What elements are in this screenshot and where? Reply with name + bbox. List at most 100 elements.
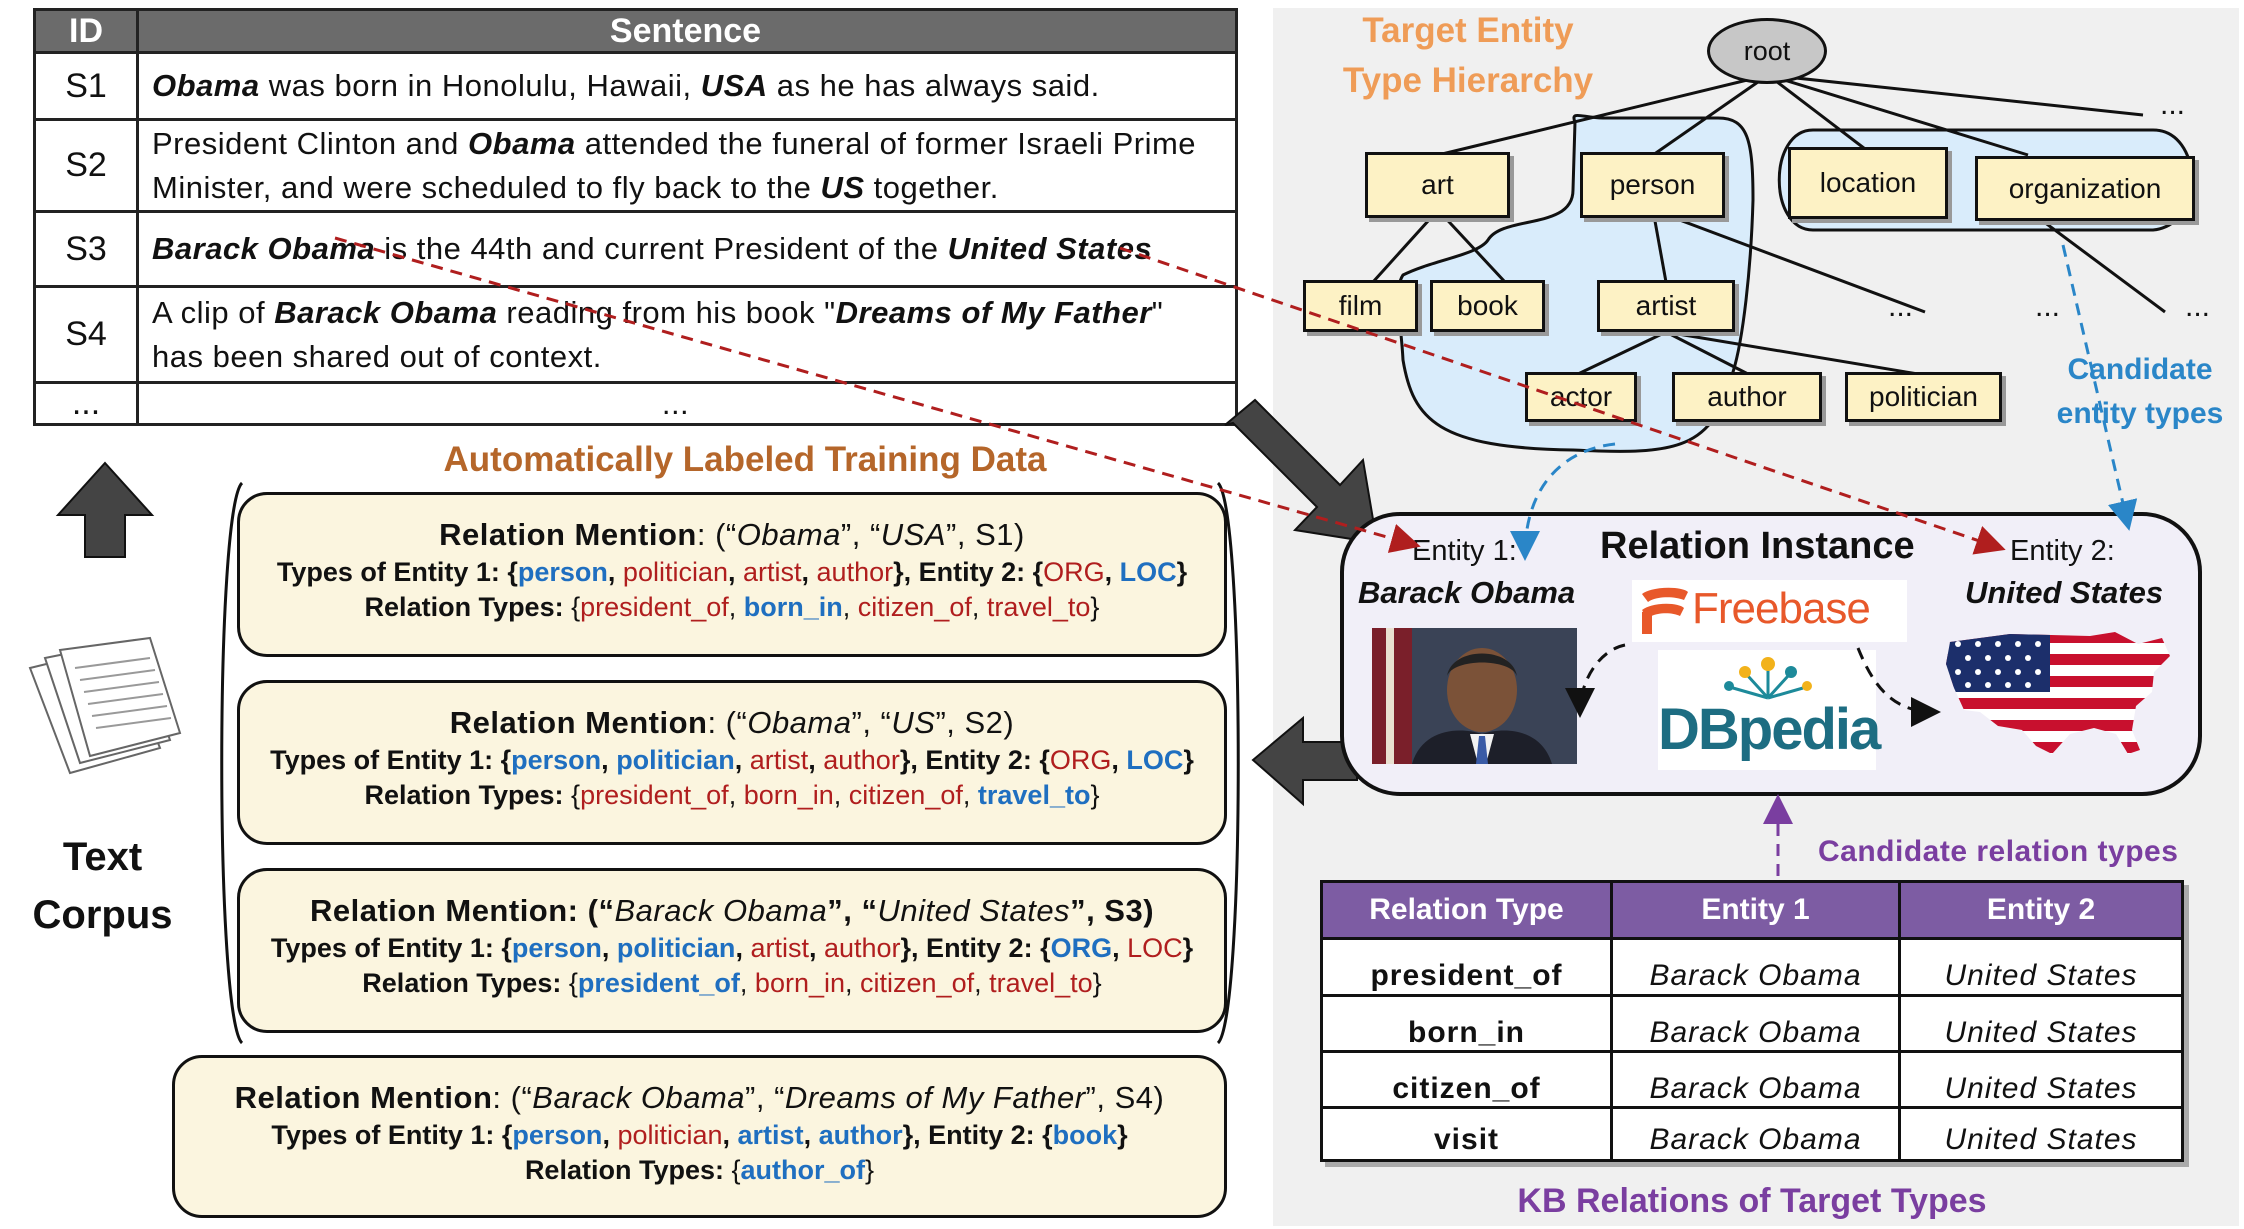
relation-type-header: Relation Type bbox=[1323, 883, 1613, 937]
type-label: president_of bbox=[577, 968, 740, 998]
row-divider bbox=[1323, 1050, 2181, 1053]
sentence-text: President Clinton and Obama attended the… bbox=[152, 121, 1215, 210]
entity-mention: Barack Obama bbox=[152, 231, 376, 266]
relation-mention-box: Relation Mention: (“Barack Obama”, “Unit… bbox=[237, 868, 1227, 1033]
mention-head-fragment: Relation Mention bbox=[449, 705, 708, 740]
mention-head-fragment: Barack Obama bbox=[532, 1080, 746, 1115]
type-label: person bbox=[517, 557, 608, 587]
mention-head-fragment: ”, S4) bbox=[1085, 1080, 1165, 1115]
kb-to-entity2-link bbox=[1856, 647, 1941, 727]
type-label: politician bbox=[616, 933, 736, 963]
entity1-types-label: Types of Entity 1: { bbox=[276, 557, 518, 587]
mention-head-fragment: ”, “ bbox=[745, 1080, 785, 1115]
mention-head-fragment: ”, S2) bbox=[935, 705, 1015, 740]
candidate-relation-types-label: Candidate relation types bbox=[1818, 835, 2179, 868]
relation-types-label-text: Relation Types: bbox=[362, 968, 562, 998]
type-label: politician bbox=[617, 1120, 723, 1150]
type-label: artist bbox=[743, 557, 802, 587]
sentence-text: Obama was born in Honolulu, Hawaii, USA … bbox=[152, 54, 1215, 118]
sentence-id: ... bbox=[71, 384, 101, 422]
sentence-table: ID Sentence S1 Obama was born in Honolul… bbox=[33, 8, 1238, 426]
mention-head: Relation Mention: (“Obama”, “US”, S2) bbox=[240, 705, 1224, 741]
kb-cell-entity1: Barack Obama bbox=[1613, 940, 1901, 995]
mention-head-fragment: Obama bbox=[736, 517, 841, 552]
mention-head-fragment: ”, S3) bbox=[1070, 893, 1155, 928]
entity1-types-label: Types of Entity 1: { bbox=[270, 933, 512, 963]
separator: , bbox=[971, 592, 987, 622]
entity1-types-label: Types of Entity 1: { bbox=[271, 1120, 513, 1150]
sentence-fragment: President Clinton and bbox=[152, 125, 469, 161]
relation-types-line: Relation Types: {president_of, born_in, … bbox=[240, 592, 1224, 623]
type-label: born_in bbox=[743, 592, 843, 622]
separator: , bbox=[728, 592, 744, 622]
relation-types-label: Relation Types: { bbox=[364, 592, 581, 622]
relation-types-line: Relation Types: {president_of, born_in, … bbox=[240, 780, 1224, 811]
separator: , bbox=[1112, 933, 1128, 963]
entity-types-line: Types of Entity 1: {person, politician, … bbox=[240, 745, 1224, 776]
kb-cell-entity1: Barack Obama bbox=[1613, 997, 1901, 1052]
dbpedia-network-icon bbox=[1724, 657, 1812, 700]
relation-types-label: Relation Types: { bbox=[364, 780, 581, 810]
separator: , bbox=[808, 933, 824, 963]
relation-types-label-text: Relation Types: bbox=[364, 780, 564, 810]
kb-to-entity1-link bbox=[1565, 643, 1626, 718]
separator: , bbox=[735, 933, 751, 963]
entity1-type-link bbox=[1510, 442, 1616, 561]
type-label: LOC bbox=[1126, 745, 1184, 775]
type-label: ORG bbox=[1043, 557, 1105, 587]
entity-mention: USA bbox=[700, 68, 768, 103]
sentence-line: A clip of Barack Obama reading from his … bbox=[152, 291, 1215, 379]
sentence-id: S3 bbox=[65, 229, 107, 268]
mention-head-fragment: : (“ bbox=[492, 1080, 533, 1115]
closing-brace: } bbox=[1117, 1120, 1128, 1150]
entity2-link-line bbox=[1119, 246, 2006, 555]
separator: , bbox=[974, 968, 990, 998]
sentence-fragment: " has been shared out of context. bbox=[152, 294, 1164, 374]
separator: , bbox=[833, 780, 849, 810]
sentence-line: ... bbox=[662, 382, 689, 426]
separator: , bbox=[734, 745, 750, 775]
sentence-line: Barack Obama is the 44th and current Pre… bbox=[152, 227, 1152, 271]
mention-head: Relation Mention: (“Barack Obama”, “Drea… bbox=[175, 1080, 1224, 1116]
kb-cell-entity1: Barack Obama bbox=[1613, 1105, 1901, 1159]
closing-brace: } bbox=[865, 1155, 875, 1185]
kb-cell-entity1: Barack Obama bbox=[1613, 1053, 1901, 1108]
document-stack-icon bbox=[28, 636, 182, 775]
ellipsis-text: ... bbox=[1888, 290, 1914, 323]
separator: , bbox=[962, 780, 978, 810]
training-data-title: Automatically Labeled Training Data bbox=[443, 440, 1047, 479]
freebase-logo: Freebase bbox=[1632, 580, 1907, 642]
relation-types-line: Relation Types: {author_of} bbox=[175, 1155, 1224, 1186]
freebase-f-icon bbox=[1642, 587, 1688, 634]
sentence-line: President Clinton and Obama attended the… bbox=[152, 122, 1215, 210]
kb-cell-entity2: United States bbox=[1944, 959, 2138, 992]
sentence-fragment: together. bbox=[864, 169, 999, 205]
entity1-label: Entity 1: bbox=[1412, 535, 1517, 567]
type-label: person bbox=[511, 745, 602, 775]
type-label: citizen_of bbox=[848, 780, 963, 810]
separator: , bbox=[728, 780, 744, 810]
tree-root-node: root bbox=[1707, 18, 1827, 84]
relation-types-label-text: Relation Types: bbox=[524, 1155, 724, 1185]
separator: , bbox=[1104, 557, 1120, 587]
type-label: author bbox=[823, 933, 901, 963]
tree-node-politician: politician bbox=[1845, 372, 2002, 422]
entity-mention: US bbox=[820, 169, 865, 205]
text-corpus-label-line2: Corpus bbox=[32, 893, 173, 937]
row-divider bbox=[1323, 1106, 2181, 1109]
type-label: author bbox=[816, 557, 894, 587]
entity2-types-label: }, Entity 2: { bbox=[900, 933, 1051, 963]
closing-brace: } bbox=[1182, 933, 1194, 963]
type-label: person bbox=[512, 1120, 603, 1150]
hierarchy-title-line1: Target Entity bbox=[1362, 11, 1574, 50]
mention-head-fragment: Relation Mention bbox=[234, 1080, 493, 1115]
relation-instance-title: Relation Instance bbox=[1600, 525, 1915, 567]
separator: , bbox=[727, 557, 743, 587]
closing-brace: } bbox=[1092, 968, 1102, 998]
entity2-types-label: }, Entity 2: { bbox=[899, 745, 1050, 775]
relation-types-line: Relation Types: {president_of, born_in, … bbox=[240, 968, 1224, 999]
mention-head-fragment: Barack Obama bbox=[614, 893, 828, 928]
mention-head-fragment: ”, “ bbox=[851, 705, 892, 740]
candidate-entity-types-line2: entity types bbox=[2056, 397, 2224, 430]
